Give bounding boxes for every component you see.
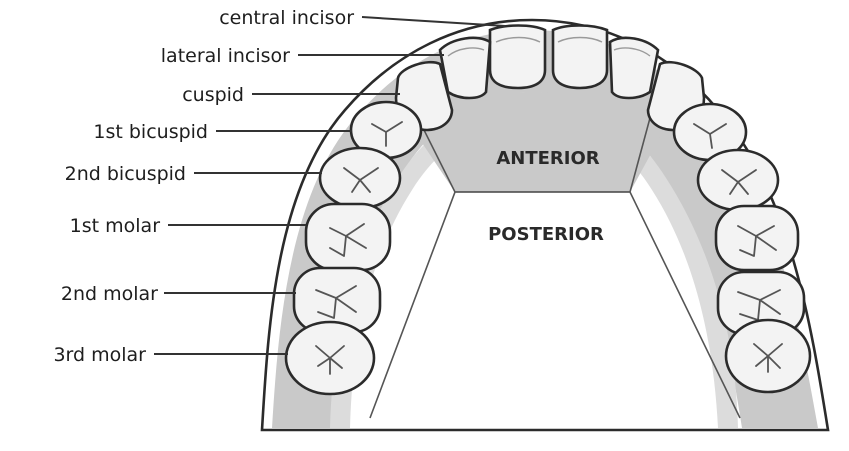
first-molar-right xyxy=(716,206,798,270)
central-incisor-right xyxy=(553,26,607,89)
cuspid-label: cuspid xyxy=(182,84,244,106)
anterior-label: ANTERIOR xyxy=(496,148,599,169)
third-molar-left xyxy=(286,322,374,394)
first-molar-left xyxy=(306,204,390,270)
second-molar-label: 2nd molar xyxy=(61,283,158,305)
first-bicuspid-label: 1st bicuspid xyxy=(93,121,208,143)
posterior-label: POSTERIOR xyxy=(488,224,604,245)
third-molar-label: 3rd molar xyxy=(53,344,146,366)
lateral-incisor-right xyxy=(610,38,658,98)
central-incisor-label: central incisor xyxy=(219,7,354,29)
central-incisor-left xyxy=(490,26,545,89)
second-bicuspid-right xyxy=(698,150,778,210)
central-incisor-leader xyxy=(362,17,505,26)
first-molar-label: 1st molar xyxy=(70,215,161,237)
second-bicuspid-label: 2nd bicuspid xyxy=(65,163,186,185)
third-molar-right xyxy=(726,320,810,392)
second-bicuspid-left xyxy=(320,148,400,208)
lateral-incisor-label: lateral incisor xyxy=(161,45,290,67)
